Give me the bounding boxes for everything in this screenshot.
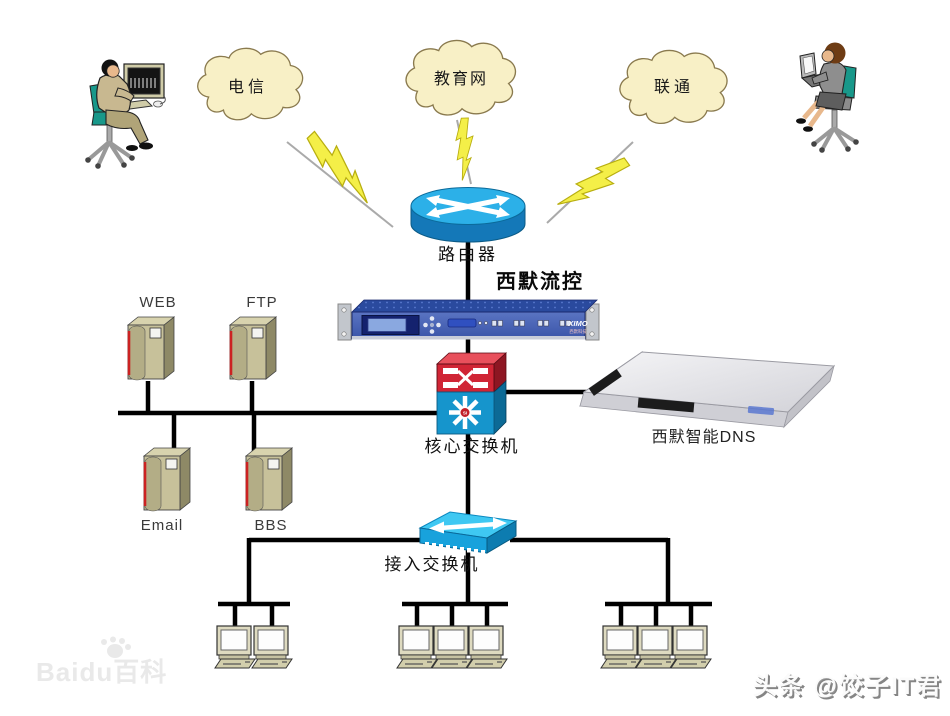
baidu-watermark: Baidu百科 <box>36 636 168 689</box>
rack-ear-left <box>337 303 352 341</box>
flow-control-appliance: XIMO 西默科技 <box>337 299 600 341</box>
core-switch-badge: Si <box>463 410 467 415</box>
appliance-brand-sub: 西默科技 <box>569 328 587 335</box>
label-server-email: Email <box>140 517 184 534</box>
core-switch-icon: Si <box>435 352 508 435</box>
server-icon-bbs <box>244 446 294 513</box>
baidu-watermark-text: Baidu百科 <box>36 657 168 687</box>
access-switch-icon <box>418 511 518 555</box>
label-cloud-unicom: 联通 <box>653 79 695 96</box>
label-server-bbs: BBS <box>254 517 288 534</box>
pc-icon <box>396 625 438 669</box>
lightning-bolt-left <box>286 128 394 228</box>
pc-icon <box>600 625 642 669</box>
pc-icon <box>635 625 677 669</box>
person-left-operator <box>85 59 166 169</box>
dns-brand-mark <box>747 406 775 415</box>
lcd-display <box>361 315 420 335</box>
label-dns-server: 西默智能DNS <box>651 429 757 446</box>
label-cloud-telecom: 电信 <box>227 79 269 96</box>
rack-ear-right <box>585 303 600 341</box>
vent-grille <box>588 368 695 413</box>
switch-ports <box>425 542 485 555</box>
toutiao-watermark: 头条 @饺子IT君 <box>753 673 943 700</box>
person-right-operator <box>796 42 859 153</box>
button-cluster <box>423 316 441 334</box>
pc-icon <box>251 625 293 669</box>
dns-server-device <box>579 350 836 429</box>
router-icon <box>410 187 526 243</box>
pc-icon <box>214 625 256 669</box>
server-icon-web <box>126 315 176 382</box>
label-server-web: WEB <box>139 294 177 311</box>
baidu-paw-icon <box>101 636 131 658</box>
pc-icon <box>670 625 712 669</box>
server-icon-email <box>142 446 192 513</box>
pc-icon <box>431 625 473 669</box>
label-server-ftp: FTP <box>246 294 278 311</box>
appliance-brand: XIMO <box>567 319 587 328</box>
label-access-switch: 接入交换机 <box>384 555 480 574</box>
workstation-group-left <box>214 625 293 669</box>
label-core-switch: 核心交换机 <box>424 437 520 456</box>
pc-icon <box>466 625 508 669</box>
port-group <box>478 320 571 327</box>
workstation-group-right <box>600 625 712 669</box>
connection-lines <box>118 240 712 634</box>
server-icon-ftp <box>228 315 278 382</box>
label-router: 路由器 <box>438 245 498 264</box>
lightning-bolt-middle <box>450 116 481 185</box>
lightning-bolt-right <box>546 141 634 224</box>
label-cloud-education: 教育网 <box>433 71 489 88</box>
label-flow-control: 西默流控 <box>496 271 584 293</box>
model-chip <box>447 318 477 328</box>
workstation-group-middle <box>396 625 508 669</box>
